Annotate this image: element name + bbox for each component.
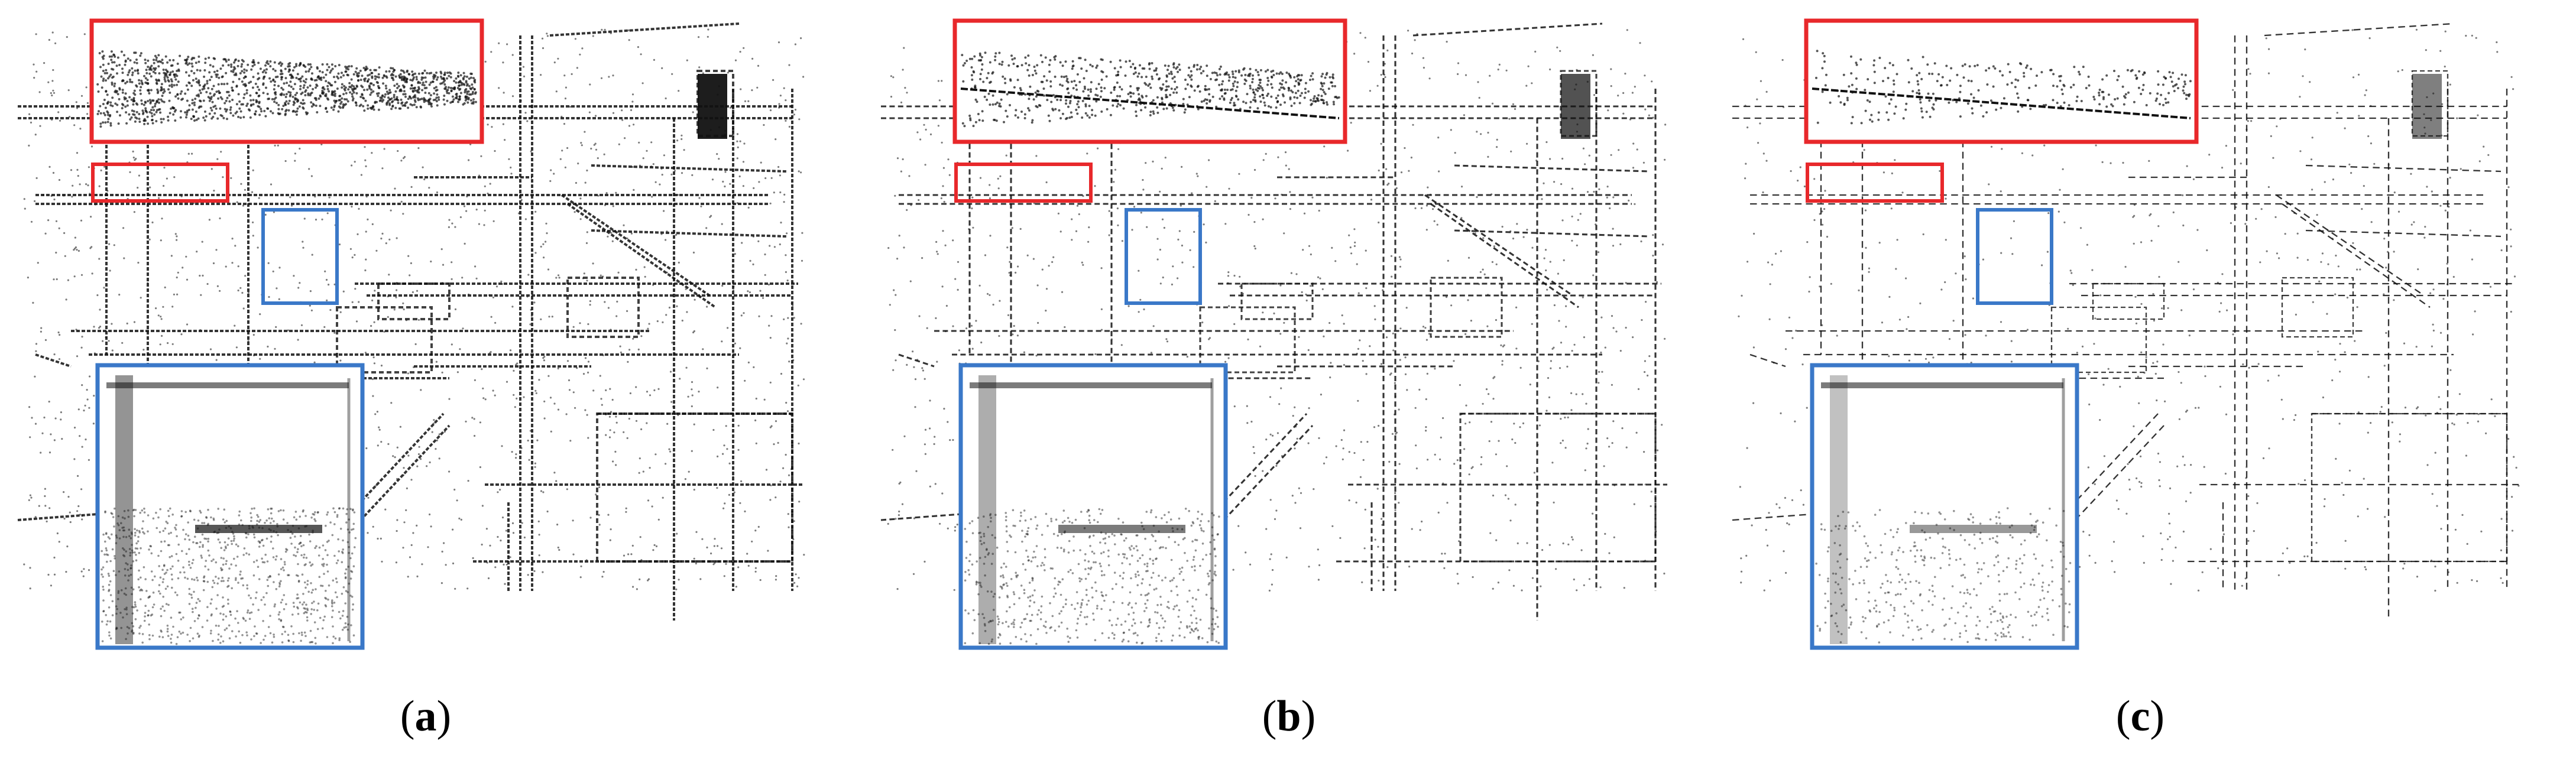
building-scan-points <box>880 22 1667 621</box>
point-cloud-panel-a <box>17 18 805 650</box>
red-region-marker <box>91 163 229 203</box>
red-zoom-inset <box>1804 18 2199 144</box>
panel-a <box>0 0 840 760</box>
panel-c <box>1715 0 2554 760</box>
blue-region-marker <box>1125 208 1202 305</box>
panel-a-caption: (a) <box>400 692 452 740</box>
blue-zoom-inset <box>1810 363 2079 650</box>
red-region-marker <box>954 163 1093 203</box>
panel-b-caption: (b) <box>1262 692 1316 740</box>
red-zoom-inset <box>89 18 484 144</box>
blue-zoom-inset <box>958 363 1228 650</box>
point-cloud-panel-b <box>880 18 1667 650</box>
panel-c-caption: (c) <box>2115 692 2165 740</box>
blue-region-marker <box>261 208 339 305</box>
panel-b <box>863 0 1703 760</box>
blue-region-marker <box>1976 208 2053 305</box>
point-cloud-panel-c <box>1732 18 2520 650</box>
red-zoom-inset <box>952 18 1347 144</box>
red-region-marker <box>1806 163 1944 203</box>
blue-zoom-inset <box>95 363 365 650</box>
